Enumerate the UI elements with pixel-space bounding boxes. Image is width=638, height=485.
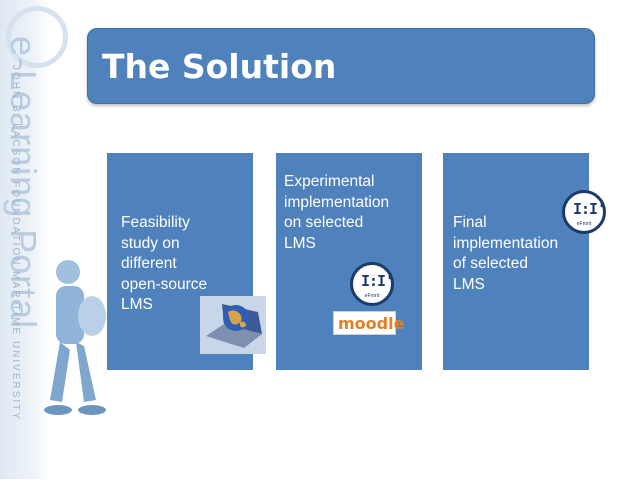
column-line: LMS: [453, 275, 485, 293]
efront-logo-icon: I:I' eFront: [350, 262, 394, 306]
slide-title: The Solution: [102, 47, 337, 86]
ship-wheel-icon: [6, 6, 68, 68]
title-banner: The Solution: [87, 28, 595, 104]
column-line: study on: [121, 234, 180, 252]
column-final: Final implementation of selected LMS: [443, 144, 589, 370]
column-line: implementation: [453, 234, 559, 252]
moodle-logo-text: moodle: [338, 314, 405, 333]
column-line: open-source: [121, 275, 208, 293]
column-line: of selected: [453, 255, 528, 272]
column-line: implementation: [284, 193, 390, 211]
column-text: Feasibility study on different open-sour…: [121, 213, 207, 316]
column-experimental: Experimental implementation on selected …: [276, 144, 422, 370]
column-line: LMS: [121, 296, 153, 313]
efront-mark: I:I': [361, 272, 394, 290]
student-figure-icon: [44, 260, 106, 415]
column-line: Final: [453, 214, 487, 231]
column-line: Experimental: [284, 173, 375, 190]
column-cap: [107, 144, 253, 154]
efront-logo-label: eFront: [364, 293, 380, 299]
column-text: Experimental implementation on selected …: [284, 172, 389, 254]
efront-logo-label: eFront: [576, 221, 592, 227]
watermark-subline: JOHN B. LACSON FOUNDATION MARITIME UNIVE…: [10, 65, 21, 421]
side-watermark-strip: [0, 0, 48, 479]
column-line: LMS: [284, 234, 316, 252]
column-cap: [443, 144, 589, 154]
column-text: Final implementation of selected LMS: [453, 213, 558, 295]
moodle-logo-icon: moodle: [333, 311, 404, 335]
laptop-globe-icon: [200, 296, 266, 354]
efront-mark: I:I': [573, 200, 606, 218]
efront-logo-icon: I:I' eFront: [562, 190, 606, 234]
column-cap: [276, 144, 422, 154]
column-line: different: [121, 255, 177, 272]
column-line: on selected: [284, 214, 364, 231]
column-line: Feasibility: [121, 214, 190, 231]
